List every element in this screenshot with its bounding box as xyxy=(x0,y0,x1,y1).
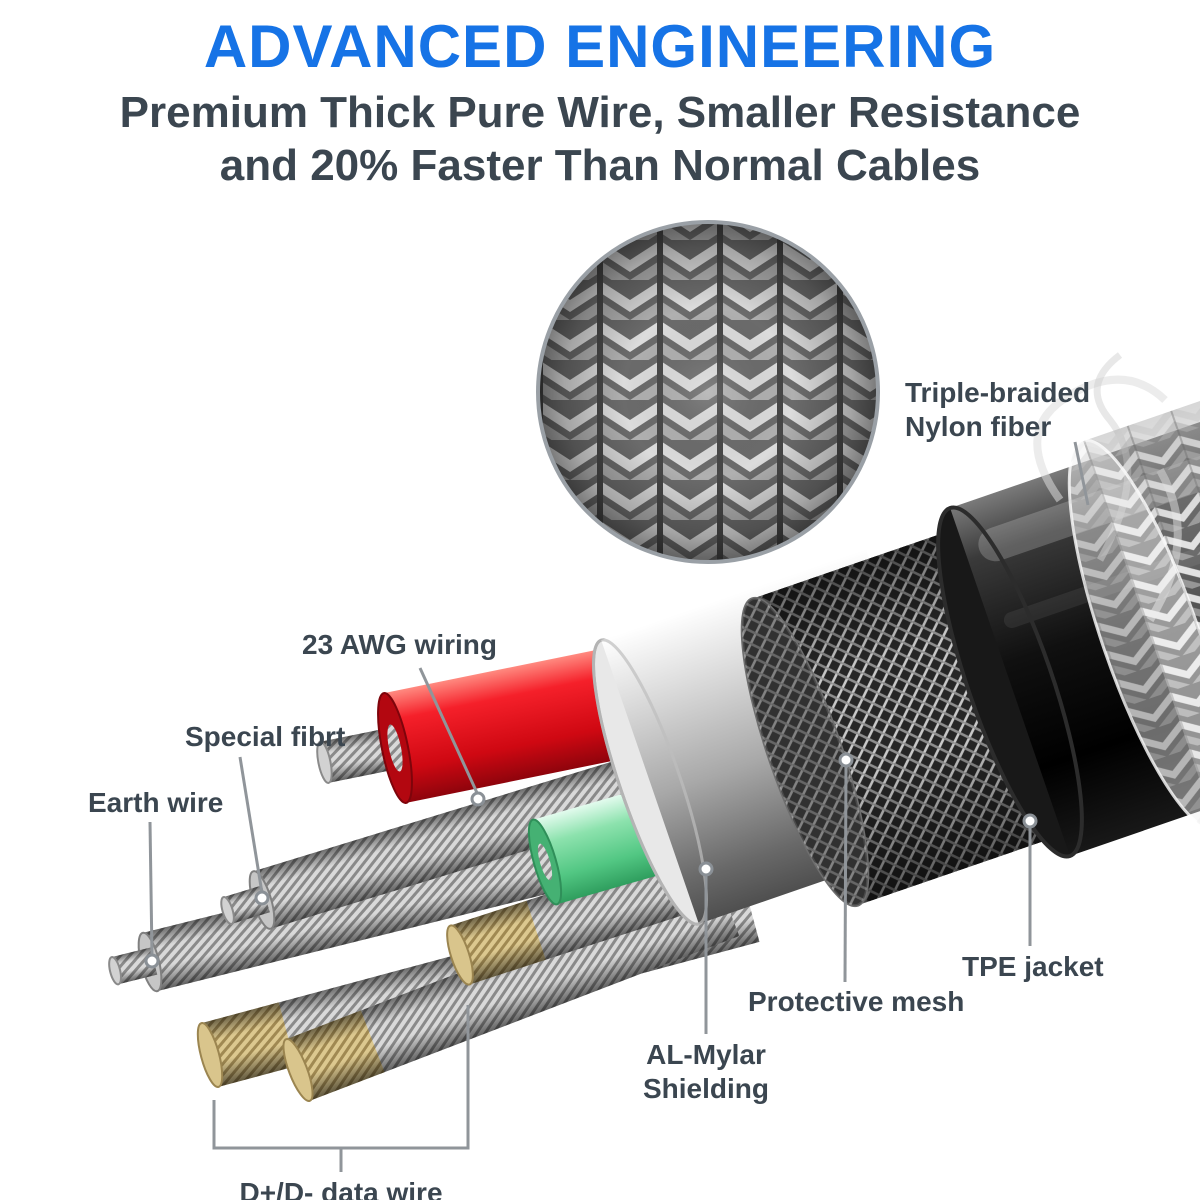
label-al-mylar: AL-Mylar Shielding xyxy=(616,1038,796,1105)
special-fiber-dot xyxy=(254,890,270,906)
label-nylon-fiber-line2: Nylon fiber xyxy=(905,410,1052,442)
label-al-mylar-line2: Shielding xyxy=(643,1072,769,1104)
awg-dot xyxy=(470,791,486,807)
subtitle-line-2: and 20% Faster Than Normal Cables xyxy=(219,140,981,190)
nylon-braid-outer xyxy=(1067,340,1200,831)
label-earth-wire: Earth wire xyxy=(88,787,224,818)
label-tpe-jacket: TPE jacket xyxy=(962,951,1104,982)
header: ADVANCED ENGINEERING Premium Thick Pure … xyxy=(0,12,1200,193)
al-mylar-dot xyxy=(698,861,714,877)
label-protective-mesh: Protective mesh xyxy=(748,986,965,1017)
awg-leader xyxy=(418,667,480,796)
earth-dot xyxy=(144,953,160,969)
label-special-fiber: Special fibrt xyxy=(185,721,346,752)
mesh-dot xyxy=(838,752,854,768)
subtitle-line-1: Premium Thick Pure Wire, Smaller Resista… xyxy=(119,88,1081,137)
label-al-mylar-line1: AL-Mylar xyxy=(646,1039,766,1070)
callout-lines xyxy=(148,441,1090,1172)
subtitle: Premium Thick Pure Wire, Smaller Resista… xyxy=(0,87,1200,193)
callout-dots xyxy=(144,752,1038,969)
label-nylon-fiber-line1: Triple-braided xyxy=(905,377,1091,408)
mesh-leader xyxy=(843,763,848,983)
earth-leader xyxy=(148,821,154,957)
tpe-dot xyxy=(1022,813,1038,829)
page-title: ADVANCED ENGINEERING xyxy=(203,13,997,80)
nylon-leader xyxy=(1073,441,1090,506)
label-data-wire: D+/D- data wire xyxy=(239,1177,443,1200)
label-nylon-fiber: Triple-braided Nylon fiber xyxy=(905,376,1090,443)
magnifier-circle xyxy=(536,220,880,564)
special-fiber-leader xyxy=(238,756,264,894)
label-awg-wiring: 23 AWG wiring xyxy=(302,629,497,660)
